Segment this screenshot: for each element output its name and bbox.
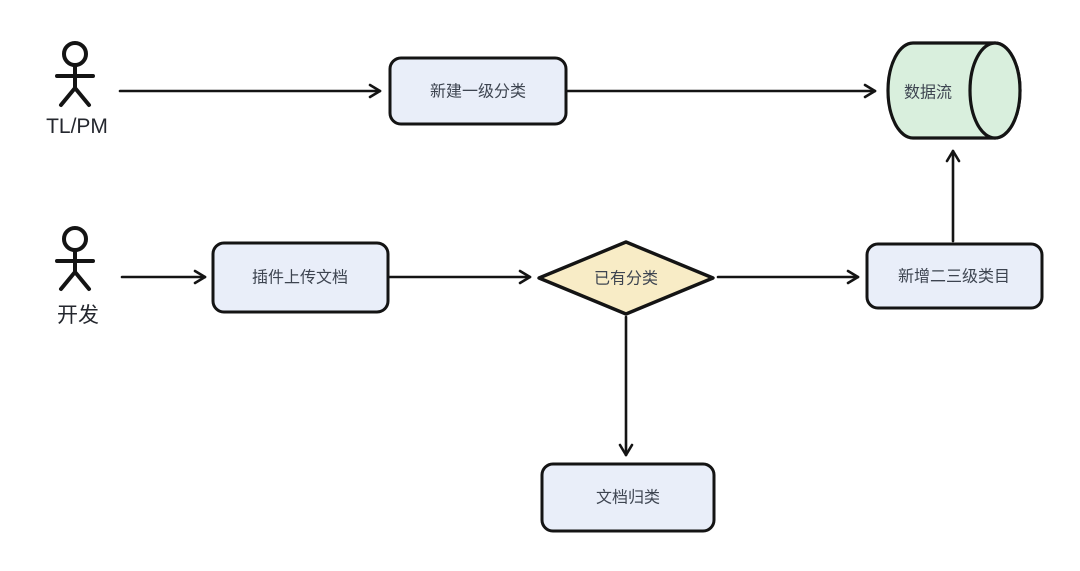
node-document-classify-label: 文档归类 [596, 489, 660, 507]
node-data-stream-label: 数据流 [904, 84, 952, 102]
process-box [388, 56, 568, 126]
actor-dev-body-icon [55, 248, 95, 291]
process-box [211, 241, 390, 314]
process-box [540, 462, 716, 533]
actor-dev: 开发 [55, 226, 99, 327]
process-box [865, 242, 1044, 310]
actor-dev-head-icon [62, 226, 88, 252]
actor-tlpm-label: TL/PM [46, 115, 108, 138]
actor-tlpm-head-icon [62, 41, 88, 67]
node-add-level23-category: 新增二三级类目 [865, 242, 1044, 310]
node-data-stream: 数据流 [886, 41, 1022, 140]
node-plugin-upload-document-label: 插件上传文档 [252, 269, 348, 287]
actor-dev-label: 开发 [57, 304, 99, 327]
datastore-cylinder-rim [968, 41, 1022, 140]
node-existing-category: 已有分类 [537, 240, 715, 316]
node-plugin-upload-document: 插件上传文档 [211, 241, 390, 314]
actor-tlpm-body-icon [55, 63, 95, 107]
node-create-level1-category-label: 新建一级分类 [430, 83, 526, 101]
node-document-classify: 文档归类 [540, 462, 716, 533]
decision-diamond [537, 240, 715, 316]
node-create-level1-category: 新建一级分类 [388, 56, 568, 126]
actor-tlpm: TL/PM [46, 41, 108, 138]
node-existing-category-label: 已有分类 [594, 270, 658, 288]
node-add-level23-category-label: 新增二三级类目 [898, 268, 1010, 286]
